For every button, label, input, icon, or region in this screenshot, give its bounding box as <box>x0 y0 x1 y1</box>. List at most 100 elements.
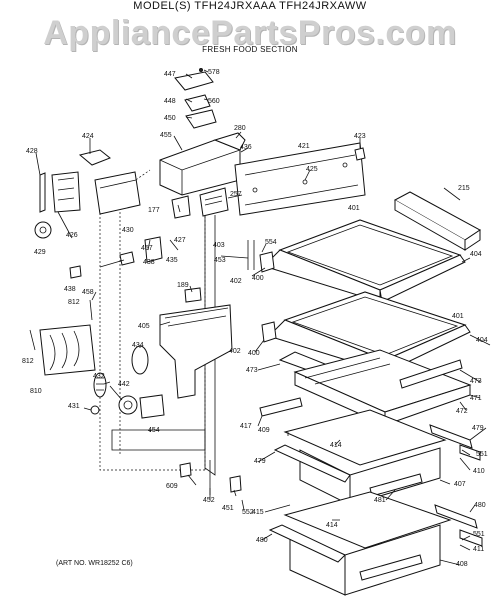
part-label-402a: 402 <box>230 278 242 285</box>
shelf-rail-421 <box>234 142 366 216</box>
bracket-402b <box>261 321 277 343</box>
part-label-479a: 479 <box>472 425 484 432</box>
part-label-402b: 402 <box>229 348 241 355</box>
part-label-812b: 812 <box>22 358 34 365</box>
part-label-479b: 479 <box>254 458 266 465</box>
rail-479 <box>273 444 351 483</box>
part-label-551b: 551 <box>473 531 485 538</box>
part-label-415: 415 <box>252 509 264 516</box>
heater-810 <box>39 324 96 376</box>
part-label-551a: 551 <box>476 451 488 458</box>
crisper-drawer-upper <box>273 409 481 506</box>
part-label-609: 609 <box>166 483 178 490</box>
center-parts <box>90 195 255 500</box>
door-shelf-215 <box>393 191 481 251</box>
part-label-448: 448 <box>164 98 176 105</box>
part-label-436: 436 <box>240 144 252 151</box>
part-label-438a: 438 <box>143 259 155 266</box>
part-label-411: 411 <box>473 546 484 553</box>
control-box-455 <box>159 139 241 196</box>
part-label-473a: 473 <box>246 367 258 374</box>
part-label-404b: 404 <box>476 337 488 344</box>
part-label-425: 425 <box>306 166 318 173</box>
part-label-400b: 400 <box>248 350 260 357</box>
part-label-481: 481 <box>374 497 386 504</box>
part-label-408: 408 <box>456 561 468 568</box>
clip-189 <box>184 287 202 303</box>
bracket-451 <box>229 475 242 493</box>
cover-450 <box>185 109 217 129</box>
part-label-453: 453 <box>214 257 226 264</box>
part-label-410: 410 <box>473 468 485 475</box>
knob-447 <box>174 71 214 91</box>
cover-430 <box>94 171 141 215</box>
lamp-cover-434 <box>131 345 149 375</box>
part-label-423: 423 <box>354 133 366 140</box>
part-label-458: 458 <box>82 289 94 296</box>
housing-426 <box>51 171 81 213</box>
fan-424 <box>78 149 111 166</box>
duct-405 <box>159 304 233 399</box>
glass-shelf-upper <box>259 219 466 303</box>
part-label-417: 417 <box>240 423 252 430</box>
knob-431 <box>90 405 100 415</box>
part-label-404a: 404 <box>470 251 482 258</box>
thermostat-427 <box>171 195 191 219</box>
switch-257 <box>199 187 229 217</box>
crisper-drawer-lower <box>268 491 483 596</box>
part-label-432: 432 <box>93 373 105 380</box>
clip-428 <box>39 172 46 213</box>
part-label-438b: 438 <box>64 286 76 293</box>
part-label-480a: 480 <box>474 502 486 509</box>
bracket-402 <box>259 251 275 273</box>
hinge-609 <box>179 462 192 478</box>
part-label-401b: 401 <box>452 313 464 320</box>
part-label-455: 455 <box>160 132 172 139</box>
part-label-472: 472 <box>456 408 468 415</box>
part-label-560: 560 <box>208 98 220 105</box>
part-label-215: 215 <box>458 185 470 192</box>
section-title: FRESH FOOD SECTION <box>202 45 298 54</box>
part-label-407: 407 <box>454 481 466 488</box>
part-label-473b: 473 <box>470 378 482 385</box>
drawer-top-414 <box>283 409 447 466</box>
part-label-578: 578 <box>208 69 220 76</box>
watermark-logo: AppliancePartsPros.com <box>43 14 457 52</box>
fan-blade-429 <box>34 221 52 239</box>
part-label-480b: 480 <box>256 537 268 544</box>
part-label-414b: 414 <box>326 522 338 529</box>
part-label-812a: 812 <box>68 299 80 306</box>
part-label-450: 450 <box>164 115 176 122</box>
model-line: MODEL(S) TFH24JRXAAA TFH24JRXAWW <box>133 0 367 12</box>
part-label-403: 403 <box>213 242 225 249</box>
part-label-428: 428 <box>26 148 38 155</box>
leader-lines <box>35 69 491 566</box>
bracket-438 <box>119 251 135 266</box>
part-label-401a: 401 <box>348 205 360 212</box>
part-label-424: 424 <box>82 133 94 140</box>
rail-417 <box>259 397 303 417</box>
part-label-421: 421 <box>298 143 310 150</box>
part-label-189: 189 <box>177 282 189 289</box>
part-label-452: 452 <box>203 497 215 504</box>
part-label-447: 447 <box>164 71 176 78</box>
socket-438 <box>69 265 82 279</box>
part-label-810: 810 <box>30 388 42 395</box>
slide-410 <box>459 444 481 461</box>
part-label-414a: 414 <box>330 442 342 449</box>
part-label-434: 434 <box>132 342 144 349</box>
thermostat-knob-parts <box>174 68 217 129</box>
part-label-280: 280 <box>234 125 246 132</box>
left-wall-parts <box>29 149 141 376</box>
drawer-top-414b <box>283 491 452 549</box>
part-label-454: 454 <box>148 427 160 434</box>
part-label-177: 177 <box>148 207 160 214</box>
handle-b <box>359 554 423 581</box>
part-label-426: 426 <box>66 232 78 239</box>
rail-480b <box>434 504 478 529</box>
part-label-405: 405 <box>138 323 150 330</box>
part-label-257: 257 <box>230 191 242 198</box>
trim-473b <box>399 359 463 389</box>
